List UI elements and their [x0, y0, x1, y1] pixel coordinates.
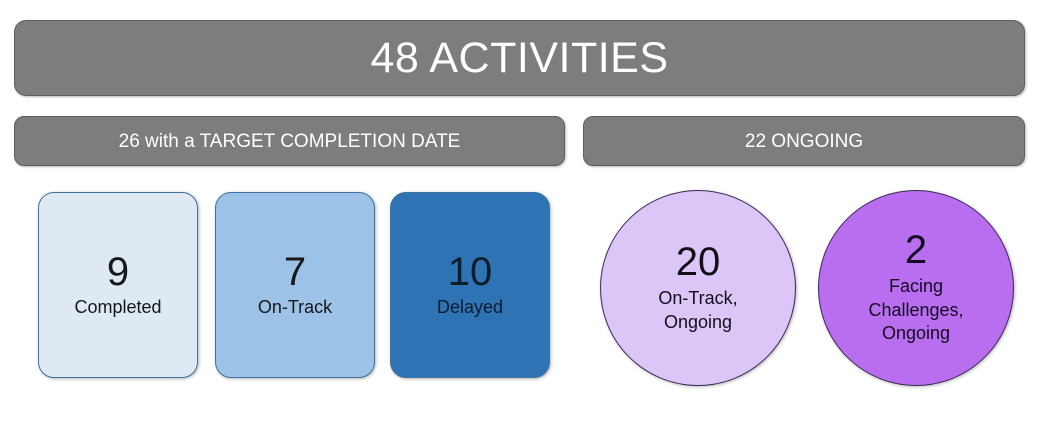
circle-on-track-ongoing-label: On-Track, Ongoing	[658, 288, 738, 332]
card-delayed: 10 Delayed	[390, 192, 550, 378]
title-banner: 48 ACTIVITIES	[14, 20, 1025, 96]
card-on-track: 7 On-Track	[215, 192, 375, 378]
target-group-label: 26 with a TARGET COMPLETION DATE	[118, 130, 461, 152]
circle-facing-challenges-label: Facing Challenges, Ongoing	[868, 276, 964, 344]
card-completed: 9 Completed	[38, 192, 198, 378]
ongoing-group-label: 22 ONGOING	[744, 130, 864, 152]
page-title: 48 ACTIVITIES	[370, 33, 669, 82]
target-group-banner: 26 with a TARGET COMPLETION DATE	[14, 116, 565, 166]
card-completed-label: Completed	[74, 297, 162, 318]
ongoing-group-banner: 22 ONGOING	[583, 116, 1025, 166]
circle-on-track-ongoing: 20 On-Track, Ongoing	[600, 190, 796, 386]
card-completed-count: 9	[106, 250, 130, 295]
circle-facing-challenges-ongoing: 2 Facing Challenges, Ongoing	[818, 190, 1014, 386]
card-on-track-label: On-Track	[257, 297, 333, 318]
circle-on-track-ongoing-count: 20	[675, 240, 721, 285]
card-delayed-count: 10	[447, 250, 493, 295]
card-delayed-label: Delayed	[436, 297, 504, 318]
circle-facing-challenges-count: 2	[904, 228, 928, 273]
card-on-track-count: 7	[283, 250, 307, 295]
